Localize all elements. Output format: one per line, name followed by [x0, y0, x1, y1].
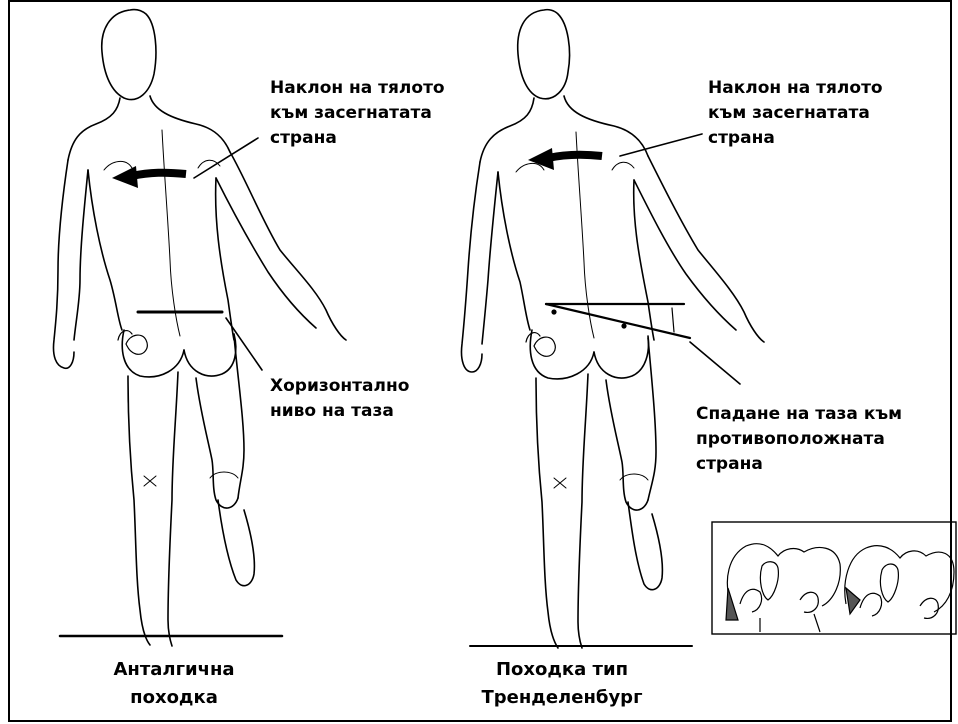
right-pelvis-drop-line: [546, 304, 690, 338]
pelvis-inset: [712, 522, 956, 634]
pelvis-angle-mark: [672, 308, 674, 332]
left-trunk-lean-arrow: [112, 166, 186, 188]
right-trunk-pointer: [620, 134, 702, 156]
left-caption: Анталгична походка: [90, 656, 258, 712]
right-caption: Походка тип Тренделенбург: [462, 656, 662, 712]
pelvis-point-left: [552, 310, 556, 314]
pelvis-point-right: [622, 324, 626, 328]
right-pelvis-pointer: [690, 342, 740, 384]
left-pelvis-label: Хоризонтално ниво на таза: [270, 374, 409, 424]
left-pelvis-pointer: [226, 318, 262, 370]
left-trunk-label: Наклон на тялото към засегнатата страна: [270, 76, 445, 151]
right-trunk-label: Наклон на тялото към засегнатата страна: [708, 76, 883, 151]
right-trunk-lean-arrow: [528, 148, 602, 170]
right-pelvis-label: Спадане на таза към противоположната стр…: [696, 402, 902, 477]
